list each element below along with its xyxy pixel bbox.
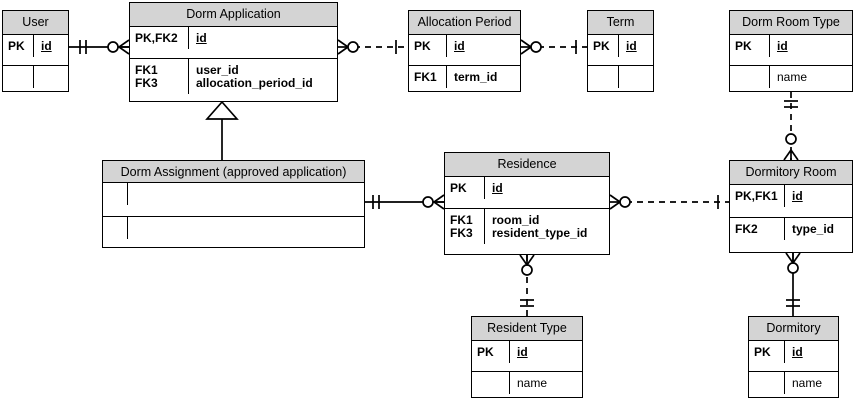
attribute-key: PK [749,341,785,363]
attribute-row: name [730,65,852,91]
attribute-key: PK [409,35,447,57]
attribute-key [472,372,510,394]
attribute-key: FK2 [730,218,785,240]
attribute-row: PK id [588,35,653,65]
entity-dorm-assignment[interactable]: Dorm Assignment (approved application) [102,160,365,248]
attribute-row: PK id [409,35,520,65]
attribute-row: PK id [749,341,838,371]
entity-dorm-room-type-title: Dorm Room Type [730,11,852,35]
attribute-key: FK1 FK3 [445,209,485,244]
attribute-key: PK [730,35,770,57]
attribute-name [619,66,653,88]
relationship-allocation-period-term [520,39,587,55]
attribute-key [749,372,785,394]
attribute-key: PK [445,177,485,199]
attribute-row: FK1 FK3 user_id allocation_period_id [130,58,337,101]
attribute-row: name [749,371,838,397]
attribute-key: PK,FK1 [730,185,785,207]
relationship-inheritance-dorm-assignment [205,100,239,160]
attribute-name: id [41,39,52,53]
attribute-name: id [454,39,465,53]
attribute-row [3,65,68,91]
attribute-name: name [777,70,808,84]
attribute-row: FK1 FK3 room_id resident_type_id [445,208,609,254]
attribute-row: PK,FK1 id [730,185,852,217]
attribute-row: PK id [730,35,852,65]
attribute-row: name [472,371,582,397]
attribute-name [128,183,364,205]
attribute-key [103,217,128,239]
attribute-key: PK,FK2 [130,27,189,49]
entity-dorm-application-body: PK,FK2 id FK1 FK3 user_id allocation_per… [130,27,337,101]
attribute-name: room_id resident_type_id [492,213,588,240]
entity-resident-type-title: Resident Type [472,317,582,341]
relationship-dorm-application-allocation-period [337,39,408,55]
entity-user[interactable]: User PK id [2,10,69,92]
entity-residence[interactable]: Residence PK id FK1 FK3 room_id resident… [444,152,610,255]
attribute-key: FK1 FK3 [130,59,189,94]
attribute-name: id [777,39,788,53]
attribute-row: PK id [445,177,609,208]
entity-user-title: User [3,11,68,35]
entity-residence-title: Residence [445,153,609,177]
attribute-key: PK [588,35,619,57]
entity-dormitory-room-body: PK,FK1 id FK2 type_id [730,185,852,251]
attribute-key [730,66,770,88]
entity-term-body: PK id [588,35,653,91]
entity-dormitory-room[interactable]: Dormitory Room PK,FK1 id FK2 type_id [729,160,853,253]
attribute-row: PK id [3,35,68,65]
attribute-name: id [792,189,803,203]
entity-allocation-period[interactable]: Allocation Period PK id FK1 term_id [408,10,521,92]
entity-dormitory[interactable]: Dormitory PK id name [748,316,839,398]
attribute-name: id [626,39,637,53]
entity-term[interactable]: Term PK id [587,10,654,92]
entity-resident-type[interactable]: Resident Type PK id name [471,316,583,398]
attribute-name: name [517,376,548,390]
attribute-row [588,65,653,91]
attribute-row [103,216,364,247]
attribute-row: FK2 type_id [730,217,852,251]
entity-dorm-application-title: Dorm Application [130,3,337,27]
entity-allocation-period-title: Allocation Period [409,11,520,35]
attribute-row: PK,FK2 id [130,27,337,58]
attribute-key: PK [472,341,510,363]
attribute-name: name [792,376,823,390]
entity-resident-type-body: PK id name [472,341,582,397]
attribute-name: user_id allocation_period_id [196,63,313,90]
entity-dormitory-room-title: Dormitory Room [730,161,852,185]
entity-residence-body: PK id FK1 FK3 room_id resident_type_id [445,177,609,254]
attribute-key: FK1 [409,66,447,88]
attribute-name: id [517,345,528,359]
attribute-row [103,183,364,216]
entity-dorm-application[interactable]: Dorm Application PK,FK2 id FK1 FK3 user_… [129,2,338,102]
attribute-key [588,66,619,88]
attribute-row: PK id [472,341,582,371]
relationship-dorm-assignment-residence [365,194,445,210]
entity-dorm-room-type[interactable]: Dorm Room Type PK id name [729,10,853,92]
entity-dormitory-body: PK id name [749,341,838,397]
relationship-dorm-room-type-dormitory-room [783,92,799,161]
relationship-user-dorm-application [69,39,130,55]
entity-dorm-assignment-title: Dorm Assignment (approved application) [103,161,364,183]
relationship-residence-resident-type [519,254,535,316]
attribute-name [34,66,68,88]
attribute-name: id [196,31,207,45]
attribute-key [3,66,34,88]
entity-dorm-room-type-body: PK id name [730,35,852,91]
relationship-residence-dormitory-room [609,194,729,210]
attribute-key: PK [3,35,34,57]
attribute-name: id [492,181,503,195]
attribute-name: id [792,345,803,359]
entity-dorm-assignment-body [103,183,364,247]
entity-allocation-period-body: PK id FK1 term_id [409,35,520,91]
attribute-key [103,183,128,205]
entity-term-title: Term [588,11,653,35]
attribute-name [128,217,364,239]
relationship-dormitory-room-dormitory [785,252,801,316]
entity-user-body: PK id [3,35,68,91]
entity-dormitory-title: Dormitory [749,317,838,341]
attribute-name: type_id [792,222,835,236]
attribute-name: term_id [454,70,498,84]
attribute-row: FK1 term_id [409,65,520,91]
